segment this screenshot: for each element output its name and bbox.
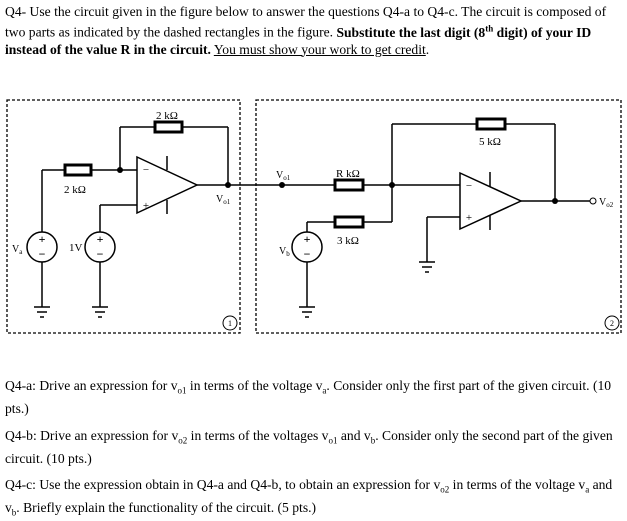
q4b-sub-1: o2 xyxy=(178,435,188,446)
q4c-sub-1: o2 xyxy=(440,484,450,495)
part2-number: 2 xyxy=(610,319,614,328)
q4b-text-3: and v xyxy=(337,428,371,443)
label-vb: Vb xyxy=(279,246,290,258)
label-2k-feedback: 2 kΩ xyxy=(156,110,178,122)
part1-wires xyxy=(41,126,282,307)
1v-plus-sign: + xyxy=(97,232,104,246)
intro-bold-sup: th xyxy=(485,23,494,33)
q4c-text-3: and v xyxy=(5,477,613,515)
q4a-text-3: . Consider only the first part of the gi… xyxy=(5,378,612,416)
label-va: Va xyxy=(12,244,23,256)
intro-bold-instruction: Substitute the last digit (8th digit) of… xyxy=(5,23,592,57)
question-q4b: Q4-b: Drive an expression for vo2 in ter… xyxy=(5,427,622,467)
1v-minus-sign: − xyxy=(97,247,104,261)
opamp1-inverting-sign: − xyxy=(143,164,149,176)
ground-icon xyxy=(419,261,435,273)
ground-icon xyxy=(299,306,315,318)
label-3k-input: 3 kΩ xyxy=(337,235,359,247)
source-va-symbol xyxy=(26,231,58,263)
q4c-text-2: in terms of the voltage v xyxy=(449,477,586,492)
va-plus-sign: + xyxy=(39,232,46,246)
resistor-2k-feedback xyxy=(153,120,184,134)
question-q4c: Q4-c: Use the expression obtain in Q4-a … xyxy=(5,476,622,521)
part2-wires xyxy=(282,123,590,307)
part2-dashed-box xyxy=(255,99,622,334)
q4a-sub-1: o1 xyxy=(177,385,187,396)
q4b-sub-2: o1 xyxy=(328,435,338,446)
vo2-terminal xyxy=(589,197,597,205)
q4a-text-2: in terms of the voltage v xyxy=(186,378,323,393)
opamp-2-symbol xyxy=(459,171,523,231)
source-vb-symbol xyxy=(291,231,323,263)
vb-plus-sign: + xyxy=(304,232,311,246)
vb-minus-sign: − xyxy=(304,247,311,261)
q4c-text-4: . Briefly explain the functionality of t… xyxy=(16,499,317,515)
label-vo2: Vo2 xyxy=(599,197,614,209)
q4a-text-1: Q4-a: Drive an expression for v xyxy=(5,378,178,393)
label-vo1-output: Vo1 xyxy=(216,194,231,206)
q4b-sub-3: b xyxy=(370,435,376,446)
intro-underlined-note: You must show your work to get credit xyxy=(213,41,426,57)
resistor-3k-input xyxy=(333,215,365,229)
part1-dashed-box xyxy=(6,99,241,334)
opamp2-noninverting-sign: + xyxy=(466,212,472,224)
q4b-text-4: . Consider only the second part of the g… xyxy=(5,428,613,466)
intro-period: . xyxy=(425,41,430,57)
resistor-5k-feedback xyxy=(475,117,507,131)
q4b-text-1: Q4-b: Drive an expression for v xyxy=(5,428,179,443)
opamp-1-symbol xyxy=(136,155,199,215)
resistor-2k-input xyxy=(63,163,93,177)
ground-icon xyxy=(34,306,50,318)
part1-number-circle xyxy=(222,315,238,331)
label-vo1-input: Vo1 xyxy=(276,170,291,182)
question-intro: Q4- Use the circuit given in the figure … xyxy=(5,3,622,58)
intro-bold-b: digit) of your ID instead of the value R… xyxy=(5,24,592,57)
resistor-r-input xyxy=(333,178,365,192)
label-2k-input: 2 kΩ xyxy=(64,184,86,196)
circuit-diagram: + − + − + − − + − + 2 kΩ 2 kΩ 5 kΩ R kΩ … xyxy=(6,99,622,334)
junction-dots xyxy=(117,167,558,204)
q4c-sub-2: a xyxy=(585,484,590,495)
ground-icon xyxy=(92,306,108,318)
q4a-sub-2: a xyxy=(322,385,327,396)
label-1v-source: 1V xyxy=(69,242,83,254)
intro-text: Q4- Use the circuit given in the figure … xyxy=(5,4,607,40)
label-r-input: R kΩ xyxy=(336,168,360,180)
q4c-sub-3: b xyxy=(11,507,17,518)
q4c-text-1: Q4-c: Use the expression obtain in Q4-a … xyxy=(5,477,441,492)
va-minus-sign: − xyxy=(39,247,46,261)
label-5k-feedback: 5 kΩ xyxy=(479,136,501,148)
source-1v-symbol xyxy=(84,231,116,263)
question-q4a: Q4-a: Drive an expression for vo1 in ter… xyxy=(5,377,622,417)
part1-number: 1 xyxy=(228,319,232,328)
part2-number-circle xyxy=(604,315,620,331)
opamp1-noninverting-sign: + xyxy=(143,200,149,212)
intro-bold-a: Substitute the last digit (8 xyxy=(336,24,486,40)
opamp2-inverting-sign: − xyxy=(466,180,472,192)
q4b-text-2: in terms of the voltages v xyxy=(187,428,329,443)
